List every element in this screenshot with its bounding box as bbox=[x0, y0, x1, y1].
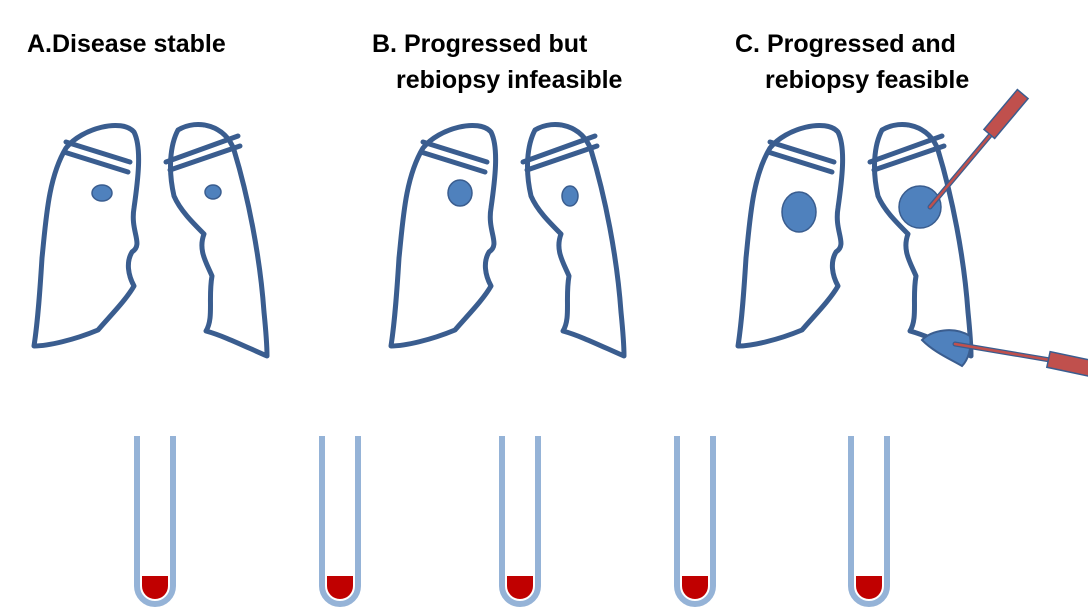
right-lung-icon bbox=[34, 125, 139, 346]
left-lung-icon bbox=[166, 124, 267, 356]
panel-c-lungs bbox=[738, 90, 1088, 380]
lesion-right bbox=[448, 180, 472, 206]
blood-tubes-row bbox=[137, 436, 887, 604]
blood-tube-icon bbox=[137, 436, 173, 604]
left-lung-icon bbox=[870, 124, 971, 356]
lesion-right bbox=[782, 192, 816, 232]
lesion-right bbox=[92, 185, 112, 201]
blood-tube-icon bbox=[322, 436, 358, 604]
panel-b-lungs bbox=[391, 124, 624, 356]
left-lung-icon bbox=[523, 124, 624, 356]
blood-tube-icon bbox=[677, 436, 713, 604]
right-lung-icon bbox=[391, 125, 496, 346]
lesion-pleural bbox=[922, 330, 971, 366]
right-lung-icon bbox=[738, 125, 843, 346]
lesion-left bbox=[562, 186, 578, 206]
lesion-left-large bbox=[899, 186, 941, 228]
blood-tube-icon bbox=[502, 436, 538, 604]
biopsy-needle-icon bbox=[955, 344, 1088, 380]
lesion-left bbox=[205, 185, 221, 199]
panel-a-lungs bbox=[34, 124, 267, 356]
blood-tube-icon bbox=[851, 436, 887, 604]
